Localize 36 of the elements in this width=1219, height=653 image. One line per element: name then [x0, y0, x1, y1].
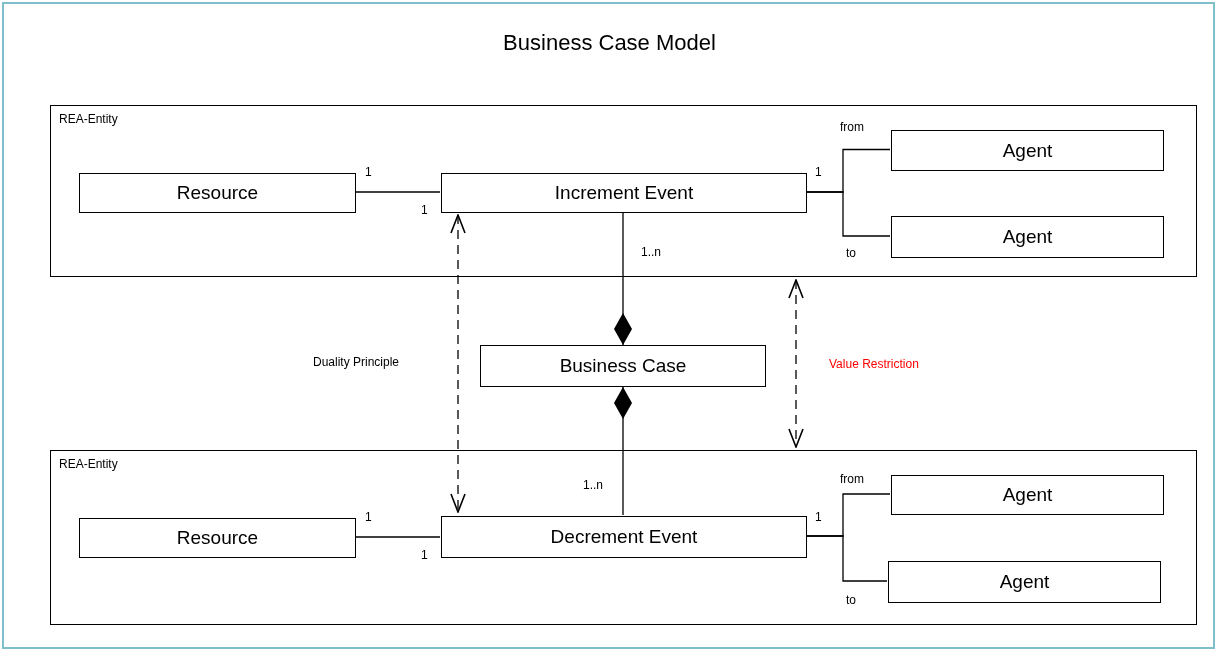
edge-label: 1..n: [640, 245, 662, 259]
composition-line: [614, 211, 632, 346]
composition-line: [614, 386, 632, 516]
association-line: [354, 191, 441, 193]
class-box: Business Case: [480, 345, 766, 387]
dependency-arrow: [450, 214, 466, 513]
container-title: REA-Entity: [59, 457, 118, 471]
class-box: Increment Event: [441, 173, 807, 213]
edge-label: to: [845, 246, 857, 260]
multiplicity-label: 1: [364, 510, 373, 524]
entity-container: [50, 450, 1197, 625]
edge-label: to: [845, 593, 857, 607]
association-line: [354, 536, 441, 538]
edge-label: from: [839, 472, 865, 486]
multiplicity-label: 1: [420, 548, 429, 562]
class-box: Resource: [79, 518, 356, 558]
association-line: [805, 191, 891, 237]
association-line: [805, 535, 888, 582]
multiplicity-label: 1: [420, 203, 429, 217]
entity-container: [50, 105, 1197, 277]
multiplicity-label: 1: [364, 165, 373, 179]
class-box: Resource: [79, 173, 356, 213]
class-box: Agent: [888, 561, 1161, 603]
edge-label: Duality Principle: [312, 355, 401, 369]
edge-label: 1..n: [582, 478, 604, 492]
class-box: Agent: [891, 475, 1164, 515]
multiplicity-label: 1: [814, 165, 823, 179]
dependency-arrow: [788, 279, 804, 448]
class-box: Decrement Event: [441, 516, 807, 558]
edge-label: Value Restriction: [828, 357, 920, 371]
container-title: REA-Entity: [59, 112, 118, 126]
diagram-title: Business Case Model: [502, 30, 717, 56]
edge-label: from: [839, 120, 865, 134]
class-box: Agent: [891, 130, 1164, 171]
class-box: Agent: [891, 216, 1164, 258]
multiplicity-label: 1: [814, 510, 823, 524]
